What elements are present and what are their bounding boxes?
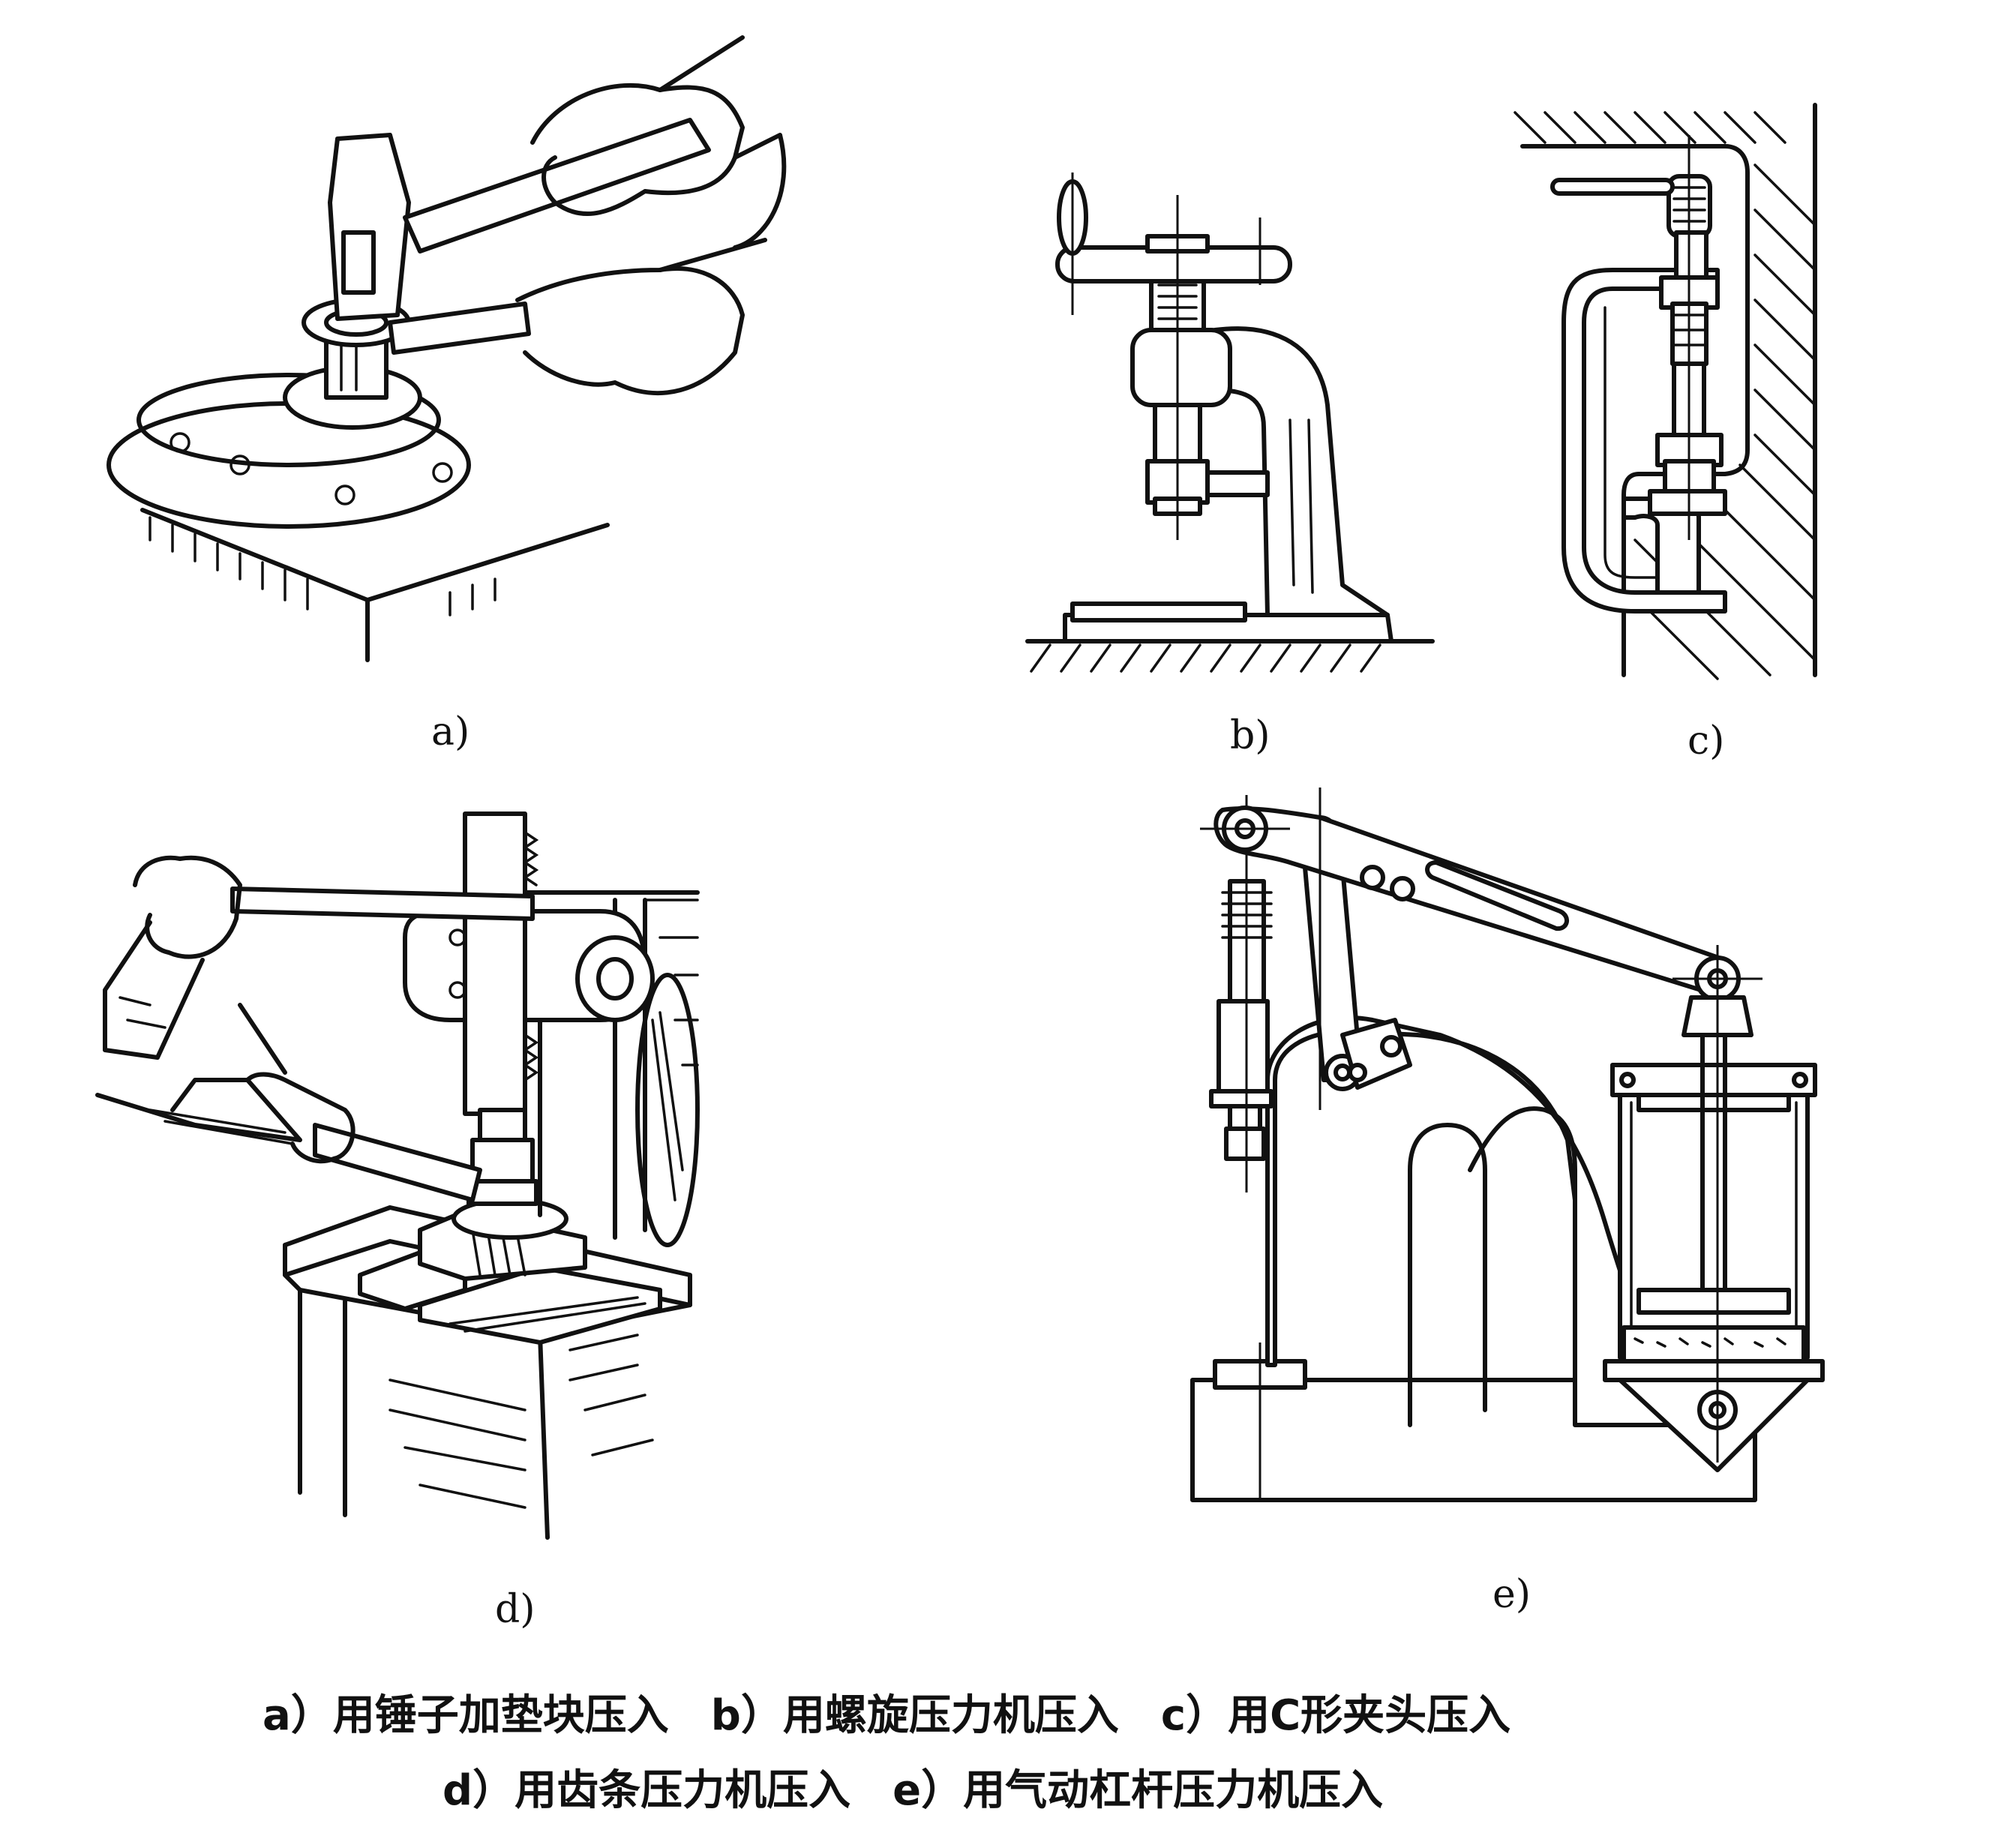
panel-c-label: c): [1688, 718, 1725, 764]
panel-a-label: a): [431, 710, 470, 754]
panel-e-label: e): [1492, 1572, 1532, 1617]
figure-caption-line-2: d）用齿条压力机压入 e）用气动杠杆压力机压入: [442, 1766, 1384, 1815]
panel-c-drawing: [1514, 103, 1817, 680]
panel-a-drawing: [106, 35, 787, 662]
panel-d-drawing: [95, 812, 700, 1540]
figure-caption-line-1: a）用锤子加垫块压入 b）用螺旋压力机压入 c）用C形夹头压入: [262, 1691, 1511, 1740]
panel-e-drawing: [1190, 788, 1825, 1502]
panel-b-drawing: [1025, 172, 1435, 673]
panel-b-label: b): [1230, 713, 1270, 758]
panel-d-label: d): [495, 1587, 536, 1632]
